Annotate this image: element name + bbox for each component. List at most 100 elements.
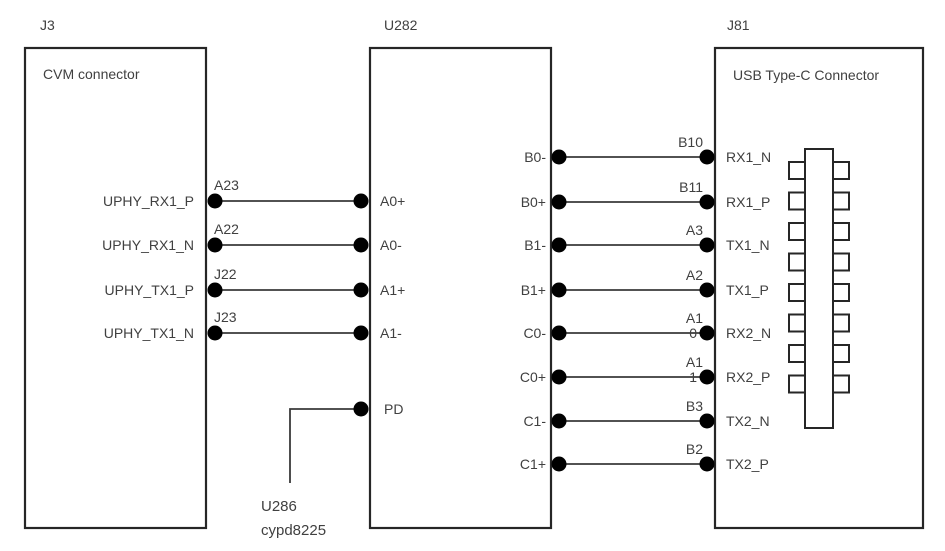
u282-pin-label: C0-	[523, 325, 546, 341]
j3-pin-dot	[207, 282, 223, 298]
u282-pin-dot	[353, 325, 369, 341]
usbc-contact-right	[832, 313, 850, 333]
usbc-contact-left	[788, 222, 806, 241]
j81-pin-dot	[699, 194, 715, 210]
j81-signal-label: RX1_P	[726, 194, 770, 210]
usbc-contact-left	[788, 161, 806, 180]
usbc-tongue	[804, 148, 834, 429]
u282-pin-dot	[353, 282, 369, 298]
u282-pin-label: B1+	[521, 282, 546, 298]
j81-pin-number: B2	[686, 441, 703, 457]
j3-signal-label: UPHY_TX1_N	[104, 325, 194, 341]
usbc-contact-right	[832, 344, 850, 363]
usbc-contact-left	[788, 191, 806, 211]
usbc-contact-right	[832, 191, 850, 211]
usbc-contact-left	[788, 252, 806, 272]
u286-ref-label: U286	[261, 498, 297, 515]
j81-title: USB Type-C Connector	[733, 67, 879, 83]
j81-signal-label: RX1_N	[726, 149, 771, 165]
j81-pin-number: B3	[686, 398, 703, 414]
j81-pin-dot	[699, 413, 715, 429]
j81-signal-label: TX1_N	[726, 237, 770, 253]
j81-pin-dot	[699, 456, 715, 472]
j81-pin-number: A2	[686, 267, 703, 283]
j81-pin-number-overflow: 0	[689, 325, 697, 341]
u282-pin-label: C1-	[523, 413, 546, 429]
j81-ref-label: J81	[727, 17, 750, 33]
j81-pin-number: B11	[679, 179, 703, 195]
j81-signal-label: TX2_P	[726, 456, 769, 472]
u282-pin-dot	[551, 237, 567, 253]
usbc-contact-left	[788, 344, 806, 363]
u282-pin-label: B0+	[521, 194, 546, 210]
u282-pin-dot	[353, 237, 369, 253]
j3-pin-dot	[207, 237, 223, 253]
j3-signal-label: UPHY_RX1_P	[103, 193, 194, 209]
u282-pin-dot	[551, 413, 567, 429]
j81-pin-number: A1	[686, 310, 703, 326]
j81-pin-number: A1	[686, 354, 703, 370]
u282-pin-dot	[551, 194, 567, 210]
u282-pin-dot	[551, 282, 567, 298]
usbc-contact-right	[832, 374, 850, 394]
pd-dot	[353, 401, 369, 417]
u282-pin-dot	[551, 149, 567, 165]
usbc-contact-left	[788, 374, 806, 394]
j3-box	[23, 46, 208, 530]
j81-pin-dot	[699, 325, 715, 341]
j3-pin-number: A23	[214, 177, 239, 193]
u286-part-label: cypd8225	[261, 522, 326, 539]
j3-pin-number: J22	[214, 266, 237, 282]
j3-pin-number: A22	[214, 221, 239, 237]
j81-box	[713, 46, 925, 530]
usbc-contact-left	[788, 283, 806, 302]
usbc-contact-right	[832, 283, 850, 302]
u282-pin-label: A1-	[380, 325, 402, 341]
j3-pin-number: J23	[214, 309, 237, 325]
j3-ref-label: J3	[40, 17, 55, 33]
j3-pin-dot	[207, 325, 223, 341]
u282-box	[368, 46, 553, 530]
j81-pin-number: A3	[686, 222, 703, 238]
pd-wire	[289, 408, 361, 483]
j3-signal-label: UPHY_TX1_P	[105, 282, 194, 298]
j3-title: CVM connector	[43, 66, 140, 82]
u282-pin-label: C1+	[520, 456, 546, 472]
j81-pin-dot	[699, 149, 715, 165]
u282-pin-label: B0-	[524, 149, 546, 165]
u282-pin-label: C0+	[520, 369, 546, 385]
u282-pin-dot	[551, 325, 567, 341]
u282-pin-pd: PD	[384, 401, 403, 417]
j3-signal-label: UPHY_RX1_N	[102, 237, 194, 253]
right-net: C0- A10 RX2_N	[523, 310, 771, 341]
u282-pin-label: A0+	[380, 193, 405, 209]
usb-c-receptacle-icon	[788, 148, 850, 429]
j81-signal-label: TX1_P	[726, 282, 769, 298]
u282-pin-label: A0-	[380, 237, 402, 253]
u282-pin-label: B1-	[524, 237, 546, 253]
usbc-contact-right	[832, 252, 850, 272]
u282-ref-label: U282	[384, 17, 418, 33]
j3-pin-dot	[207, 193, 223, 209]
pd-connection: PD	[289, 401, 403, 483]
j81-signal-label: RX2_N	[726, 325, 771, 341]
u282-pin-dot	[551, 456, 567, 472]
j81-pin-number-overflow: 1	[689, 369, 697, 385]
usbc-contact-right	[832, 161, 850, 180]
j81-pin-dot	[699, 369, 715, 385]
j81-pin-dot	[699, 282, 715, 298]
